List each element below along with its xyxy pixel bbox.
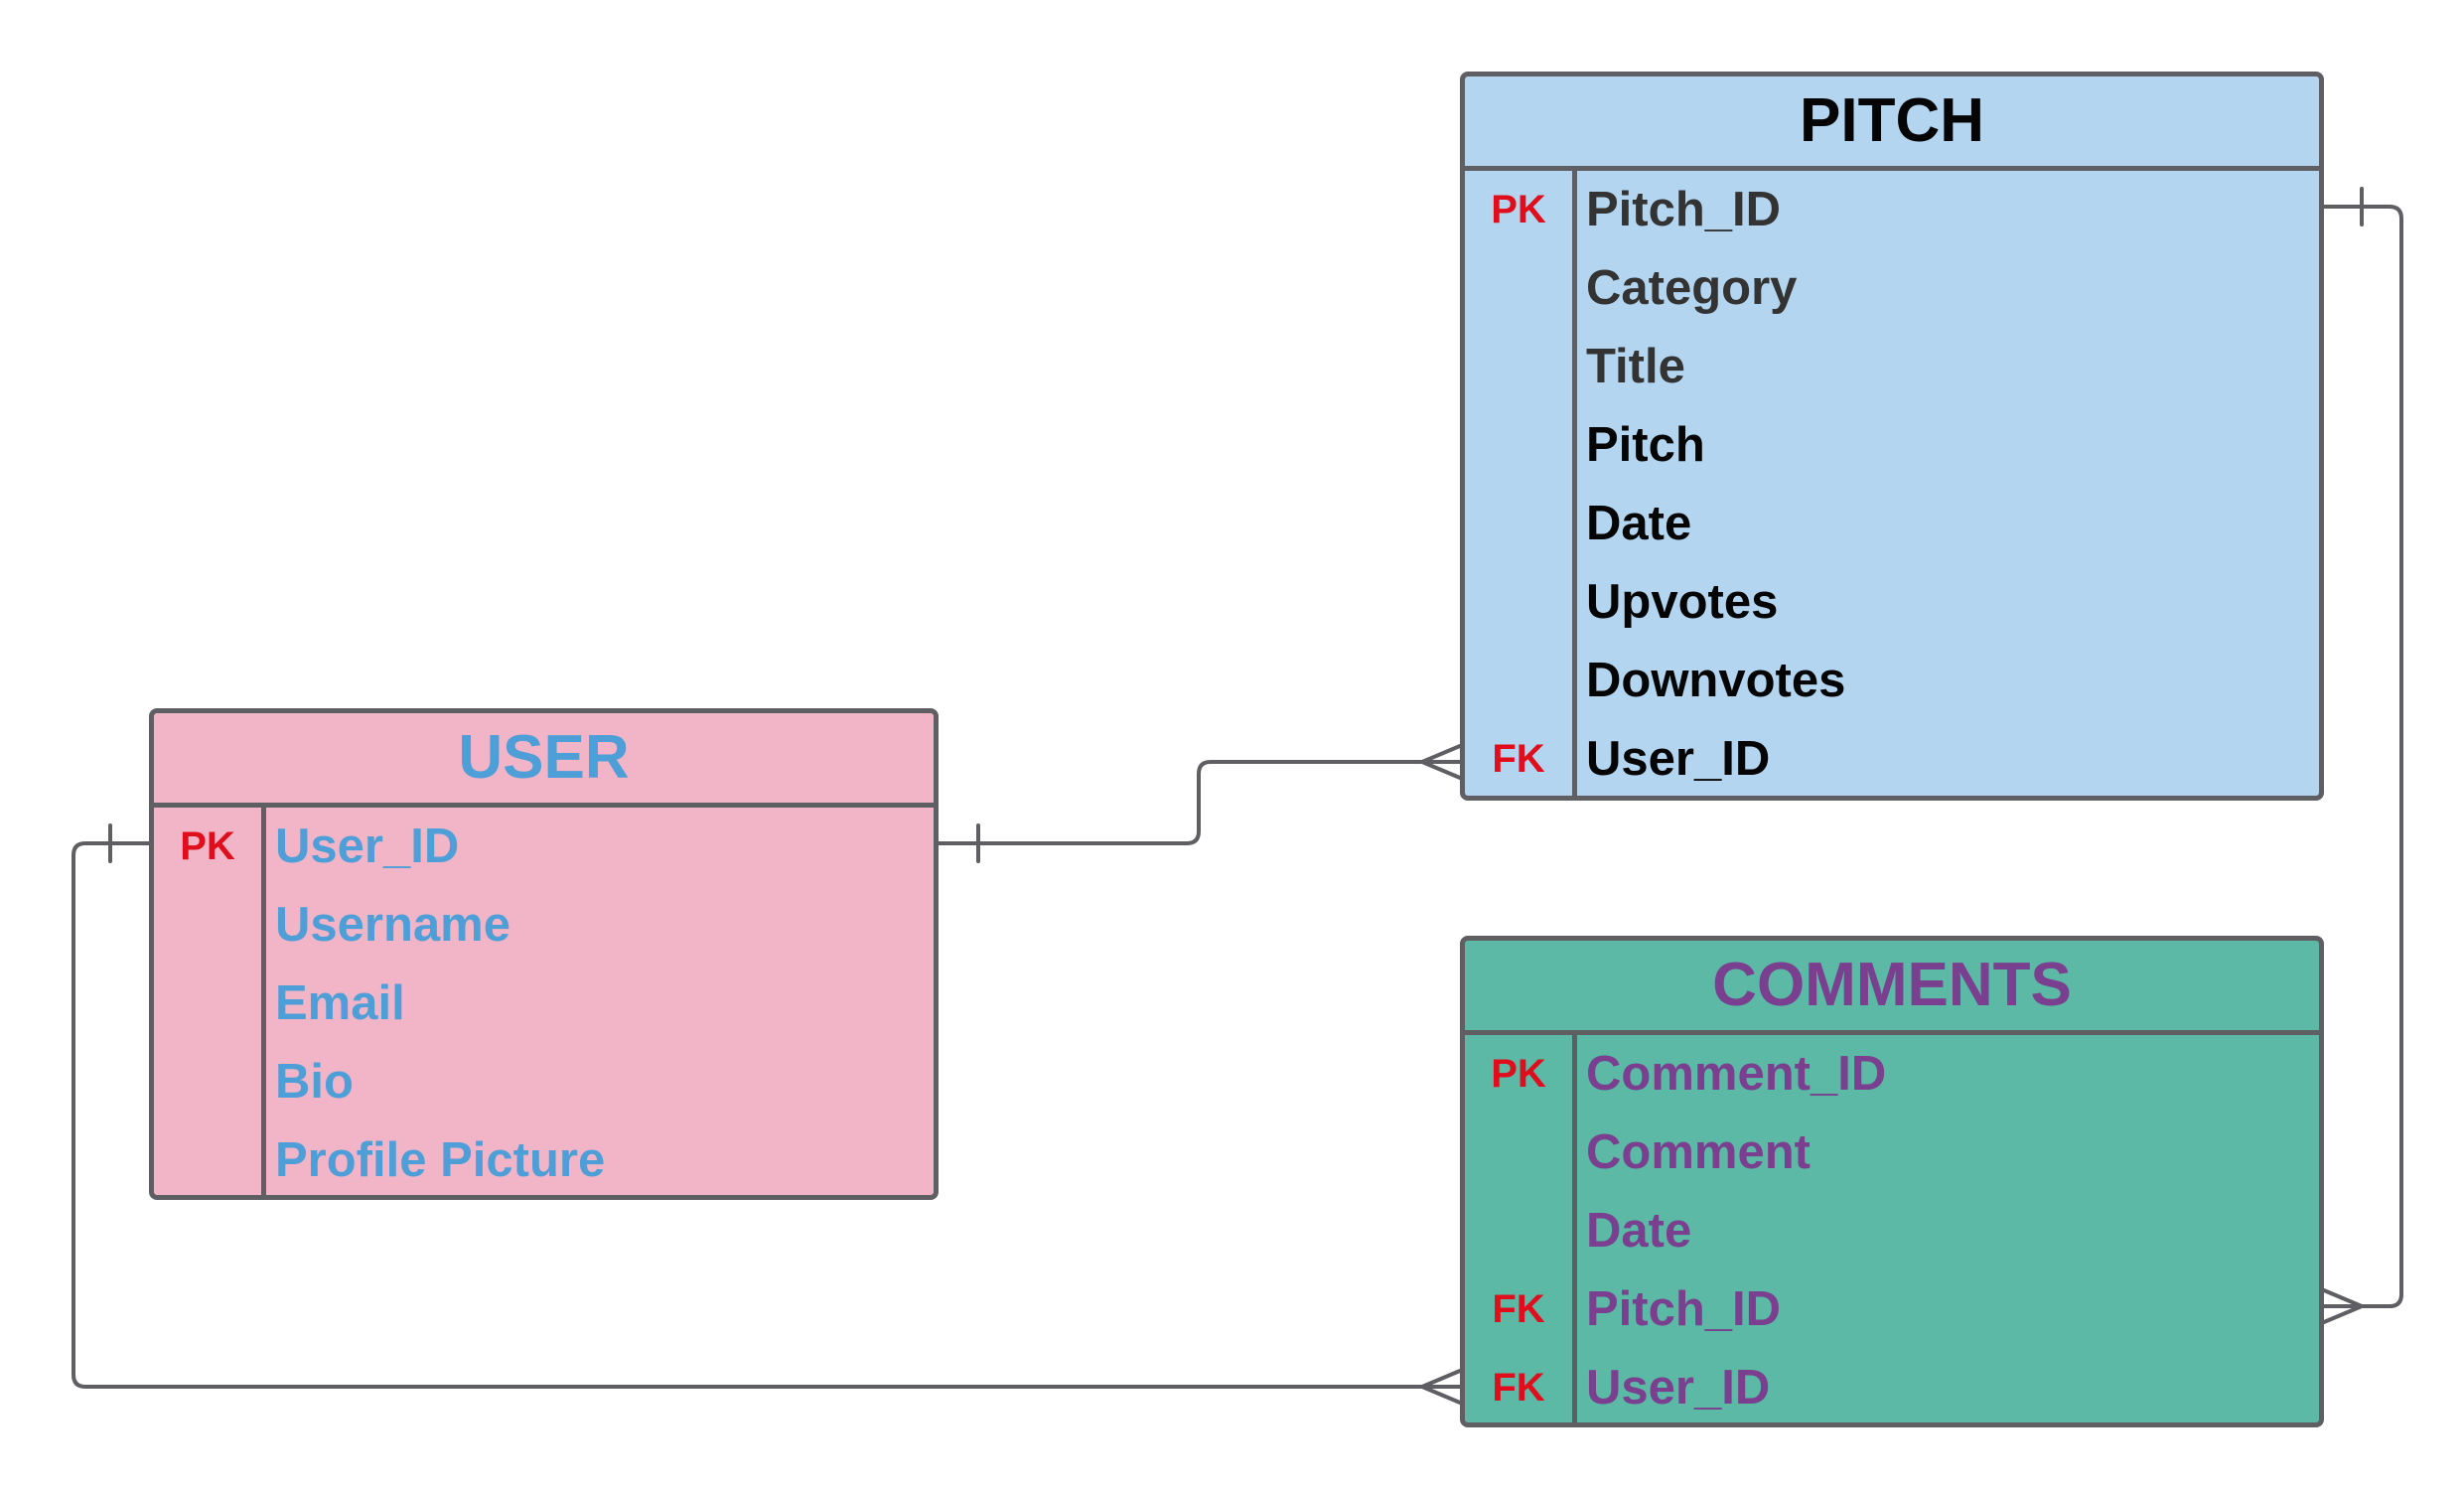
attribute-name: Upvotes xyxy=(1586,575,1779,629)
key-label xyxy=(1465,328,1572,406)
attribute-row-email[interactable]: Email xyxy=(154,965,934,1043)
key-label xyxy=(154,1043,261,1121)
attribute-name: Pitch_ID xyxy=(1586,183,1782,236)
key-column-divider xyxy=(1572,1035,1577,1422)
attribute-row-user-id[interactable]: FK User_ID xyxy=(1465,720,2319,796)
entity-user[interactable]: USER PK User_ID Username Email Bio Profi… xyxy=(149,708,939,1200)
attribute-row-title[interactable]: Title xyxy=(1465,328,2319,406)
attribute-name: Comment xyxy=(1586,1125,1811,1179)
entity-pitch[interactable]: PITCH PK Pitch_ID Category Title Pitch D… xyxy=(1460,72,2324,801)
key-label xyxy=(1465,642,1572,720)
attribute-row-comment-id[interactable]: PK Comment_ID xyxy=(1465,1035,2319,1114)
attribute-row-bio[interactable]: Bio xyxy=(154,1043,934,1121)
attribute-name: Date xyxy=(1586,497,1692,550)
key-label xyxy=(1465,1114,1572,1192)
attribute-name: Downvotes xyxy=(1586,654,1846,707)
attribute-name: Category xyxy=(1586,261,1798,315)
attribute-name: Bio xyxy=(275,1055,354,1109)
attribute-name: Pitch xyxy=(1586,418,1705,472)
entity-comments-title: COMMENTS xyxy=(1465,941,2319,1035)
attribute-row-comment[interactable]: Comment xyxy=(1465,1114,2319,1192)
connector-user-to-comments[interactable] xyxy=(72,841,1462,1389)
attribute-row-user-id[interactable]: PK User_ID xyxy=(154,808,934,886)
many-marker-comments-pitch xyxy=(2322,1288,2364,1324)
key-label xyxy=(154,965,261,1043)
attribute-name: User_ID xyxy=(1586,732,1771,786)
attribute-row-date[interactable]: Date xyxy=(1465,1192,2319,1270)
attribute-name: Pitch_ID xyxy=(1586,1282,1782,1336)
key-label xyxy=(1465,1192,1572,1270)
key-column-divider xyxy=(1572,171,1577,796)
attribute-name: Title xyxy=(1586,340,1685,393)
attribute-name: Email xyxy=(275,976,405,1030)
primary-key-label: PK xyxy=(1491,188,1546,231)
entity-pitch-body: PK Pitch_ID Category Title Pitch Date Up… xyxy=(1465,171,2319,796)
attribute-name: User_ID xyxy=(1586,1361,1771,1415)
attribute-name: Profile Picture xyxy=(275,1133,606,1187)
primary-key-label: PK xyxy=(180,824,235,868)
attribute-row-pitch-id[interactable]: PK Pitch_ID xyxy=(1465,171,2319,249)
entity-user-body: PK User_ID Username Email Bio Profile Pi… xyxy=(154,808,934,1195)
attribute-name: Comment_ID xyxy=(1586,1047,1887,1101)
key-label xyxy=(1465,485,1572,563)
foreign-key-label: FK xyxy=(1492,1366,1545,1410)
attribute-row-user-id[interactable]: FK User_ID xyxy=(1465,1349,2319,1422)
foreign-key-label: FK xyxy=(1492,737,1545,781)
attribute-row-date[interactable]: Date xyxy=(1465,485,2319,563)
key-label xyxy=(1465,563,1572,642)
entity-comments-body: PK Comment_ID Comment Date FK Pitch_ID F… xyxy=(1465,1035,2319,1422)
connector-pitch-to-comments[interactable] xyxy=(2322,205,2403,1308)
attribute-row-pitch-id[interactable]: FK Pitch_ID xyxy=(1465,1270,2319,1349)
entity-comments[interactable]: COMMENTS PK Comment_ID Comment Date FK P… xyxy=(1460,936,2324,1427)
attribute-name: Username xyxy=(275,898,510,952)
entity-pitch-title: PITCH xyxy=(1465,76,2319,171)
attribute-name: User_ID xyxy=(275,820,460,873)
many-marker-pitch-user xyxy=(1420,744,1462,780)
many-marker-comments-user xyxy=(1420,1369,1462,1405)
foreign-key-label: FK xyxy=(1492,1287,1545,1331)
attribute-row-category[interactable]: Category xyxy=(1465,249,2319,328)
key-label xyxy=(154,886,261,965)
key-label xyxy=(1465,406,1572,485)
primary-key-label: PK xyxy=(1491,1052,1546,1096)
key-label xyxy=(1465,249,1572,328)
entity-user-title: USER xyxy=(154,713,934,808)
attribute-row-downvotes[interactable]: Downvotes xyxy=(1465,642,2319,720)
connector-user-to-pitch[interactable] xyxy=(937,760,1462,845)
attribute-row-profile-picture[interactable]: Profile Picture xyxy=(154,1121,934,1195)
attribute-name: Date xyxy=(1586,1204,1692,1258)
attribute-row-username[interactable]: Username xyxy=(154,886,934,965)
key-label xyxy=(154,1121,261,1195)
attribute-row-pitch[interactable]: Pitch xyxy=(1465,406,2319,485)
key-column-divider xyxy=(261,808,266,1195)
attribute-row-upvotes[interactable]: Upvotes xyxy=(1465,563,2319,642)
